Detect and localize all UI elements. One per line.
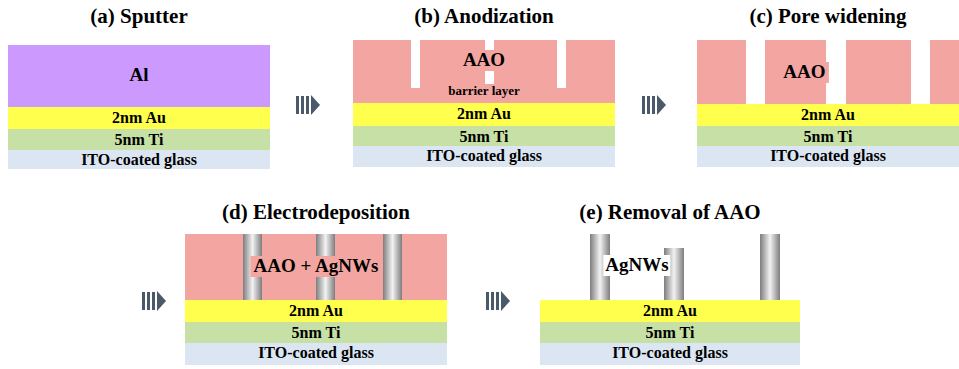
step-arrow (486, 291, 510, 311)
layer-label: 2nm Au (112, 109, 166, 127)
layer-box: AAO barrier layer (353, 40, 615, 103)
layer-label: 5nm Ti (646, 324, 695, 342)
layer-box: 2nm Au (540, 300, 800, 322)
step-title: (e) Removal of AAO (579, 200, 760, 225)
nanowire (383, 234, 402, 300)
layer-box: 5nm Ti (185, 322, 447, 343)
step-title: (d) Electrodeposition (222, 200, 410, 225)
layer-label: AAO (780, 62, 828, 83)
layer-label: ITO-coated glass (81, 151, 197, 169)
layer-box: 5nm Ti (540, 322, 800, 343)
layer-box: 2nm Au (353, 103, 615, 126)
layer-label: ITO-coated glass (426, 147, 542, 165)
step-arrow (642, 95, 666, 115)
pore (557, 40, 566, 88)
step-arrow (296, 95, 320, 115)
layer-box: ITO-coated glass (540, 343, 800, 365)
layer-box: 2nm Au (185, 300, 447, 322)
layer-label: 2nm Au (801, 106, 855, 124)
step-arrow (142, 291, 166, 311)
layer-label: 2nm Au (289, 302, 343, 320)
nanowire (760, 234, 780, 300)
layer-label: 2nm Au (457, 105, 511, 123)
step-title: (a) Sputter (90, 4, 187, 29)
layer-label: 5nm Ti (115, 131, 164, 149)
layer-box: 2nm Au (697, 104, 959, 126)
layer-box: 5nm Ti (697, 126, 959, 146)
layer-label: 5nm Ti (804, 128, 853, 146)
layer-label: Al (130, 65, 149, 86)
layer-label: AAO (460, 50, 508, 71)
layer-label: ITO-coated glass (258, 344, 374, 362)
layer-label: 2nm Au (643, 302, 697, 320)
part-label: AgNWs (603, 255, 670, 276)
layer-box: 5nm Ti (353, 126, 615, 146)
layer-box: 2nm Au (8, 107, 270, 129)
pore (746, 40, 765, 104)
layer-box: AAO + AgNWs (185, 234, 447, 300)
layer-box: ITO-coated glass (8, 150, 270, 169)
layer-label: ITO-coated glass (770, 147, 886, 165)
pore (911, 40, 930, 104)
layer-box: ITO-coated glass (185, 343, 447, 365)
pore (826, 40, 846, 104)
step-title: (b) Anodization (414, 4, 553, 29)
layer-label: 5nm Ti (292, 324, 341, 342)
layer-label: ITO-coated glass (612, 344, 728, 362)
layer-box: ITO-coated glass (353, 146, 615, 167)
layer-label: 5nm Ti (460, 128, 509, 146)
layer-label: barrier layer (445, 84, 523, 98)
layer-box: Al (8, 45, 270, 107)
step-title: (c) Pore widening (749, 4, 906, 29)
layer-box: ITO-coated glass (697, 146, 959, 167)
pore (411, 40, 420, 88)
layer-label: AAO + AgNWs (251, 256, 382, 277)
layer-box: AAO (697, 40, 959, 104)
layer-box: 5nm Ti (8, 129, 270, 150)
